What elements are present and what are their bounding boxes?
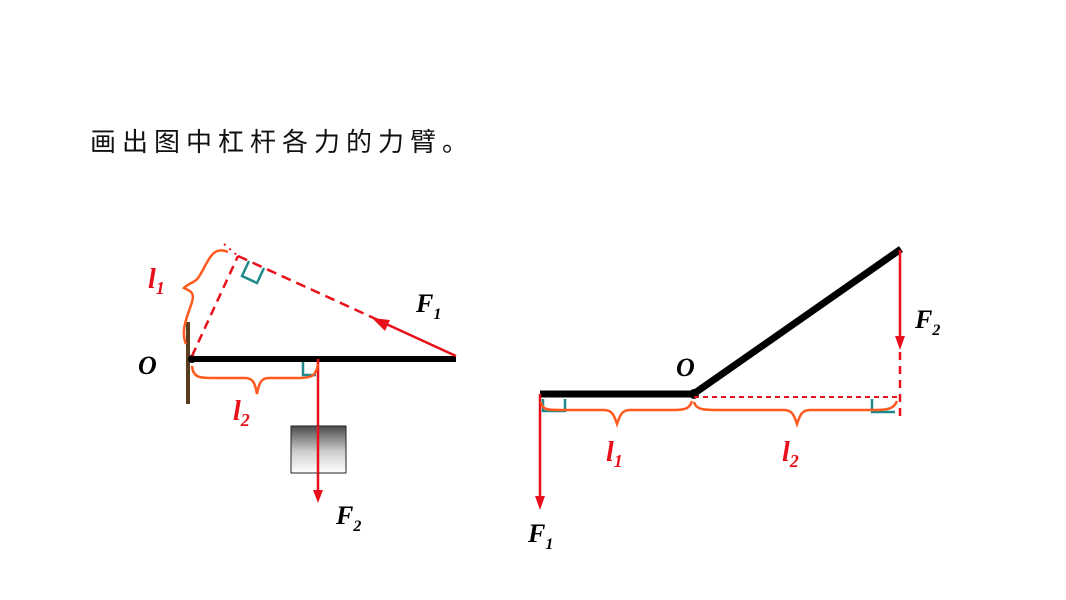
arm-l1-line-1 xyxy=(190,255,240,357)
pivot-point-1 xyxy=(188,355,196,363)
figure-2: O F1 F2 l1 l2 xyxy=(527,246,940,553)
force-f1-arrow-1 xyxy=(383,321,457,358)
arm-l1-label-2: l1 xyxy=(606,437,623,471)
force-f1-arrowhead-1 xyxy=(372,318,390,331)
lever-bar-2b xyxy=(689,246,904,398)
pivot-label-2: O xyxy=(676,353,695,382)
f1-action-line-ext-1 xyxy=(223,243,239,257)
brace-l1-2 xyxy=(539,400,694,428)
force-f2-arrowhead-2 xyxy=(895,336,905,350)
force-f2-label-1: F2 xyxy=(335,501,361,535)
arm-l2-label-1: l2 xyxy=(233,396,250,430)
right-angle-mark-2b xyxy=(870,399,895,414)
brace-l2-1 xyxy=(190,363,320,395)
arm-l1-label-1: l1 xyxy=(148,264,165,298)
force-f1-label-2: F1 xyxy=(527,519,553,553)
force-f2-label-2: F2 xyxy=(914,305,940,339)
pivot-label-1: O xyxy=(138,351,157,380)
force-f1-label-1: F1 xyxy=(415,289,441,323)
brace-l2-2 xyxy=(692,400,899,428)
right-angle-mark-1a xyxy=(240,260,266,285)
arm-l2-label-2: l2 xyxy=(782,437,799,471)
instruction-text: 画出图中杠杆各力的力臂。 xyxy=(90,128,475,158)
brace-l1-1 xyxy=(181,249,229,345)
force-f1-arrowhead-2 xyxy=(535,496,545,510)
force-f2-arrowhead-1 xyxy=(313,490,323,503)
figure-1: O F1 F2 l1 l2 xyxy=(138,243,457,535)
f1-action-line-1 xyxy=(237,254,379,322)
